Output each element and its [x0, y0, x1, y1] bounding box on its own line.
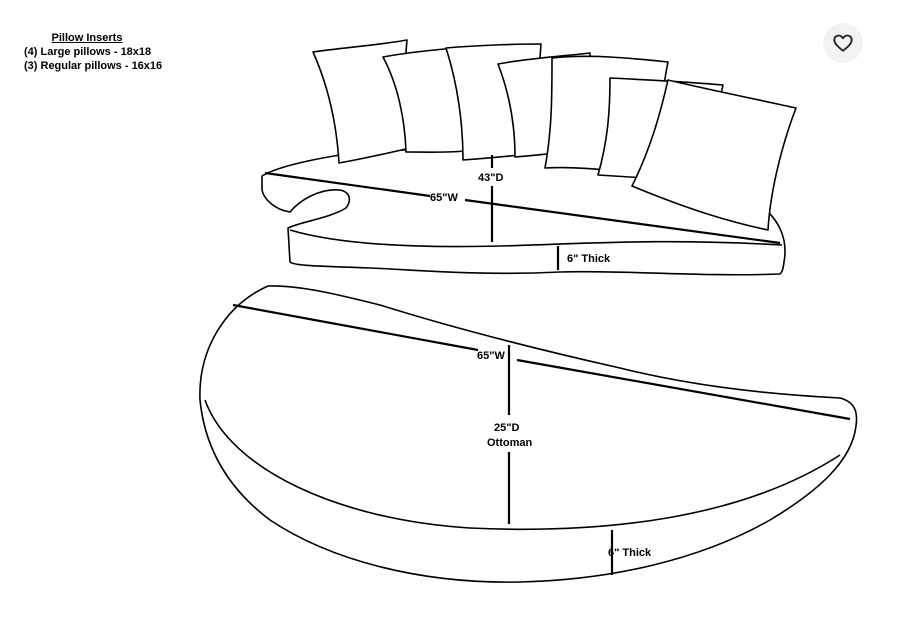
- cushion-width-line-left: [264, 171, 431, 198]
- ottoman-depth-label: 25"D: [494, 422, 519, 434]
- pillow-7: [631, 79, 797, 231]
- ottoman-body: [199, 285, 858, 583]
- heart-outline-icon: [833, 34, 853, 52]
- pillow-inserts-legend: Pillow Inserts (4) Large pillows - 18x18…: [24, 31, 162, 73]
- cushion-width-line-right: [464, 198, 781, 245]
- ottoman-front-edge: [204, 399, 841, 531]
- cushion-depth-label: 43"D: [478, 172, 503, 184]
- cushion-thick-label: 6" Thick: [567, 253, 611, 265]
- legend-line-regular: (3) Regular pillows - 16x16: [24, 60, 163, 72]
- ottoman-thick-label: 6" Thick: [608, 547, 652, 559]
- cushion-width-label: 65"W: [430, 192, 458, 204]
- legend-line-large: (4) Large pillows - 18x18: [24, 46, 152, 58]
- legend-title: Pillow Inserts: [51, 32, 123, 44]
- favorite-button[interactable]: [823, 23, 863, 63]
- cushion-front-edge: [289, 229, 783, 248]
- ottoman-width-line-left: [232, 303, 479, 352]
- ottoman-width-label: 65"W: [477, 350, 505, 362]
- ottoman-width-line-right: [516, 358, 851, 421]
- ottoman-name-label: Ottoman: [487, 437, 533, 449]
